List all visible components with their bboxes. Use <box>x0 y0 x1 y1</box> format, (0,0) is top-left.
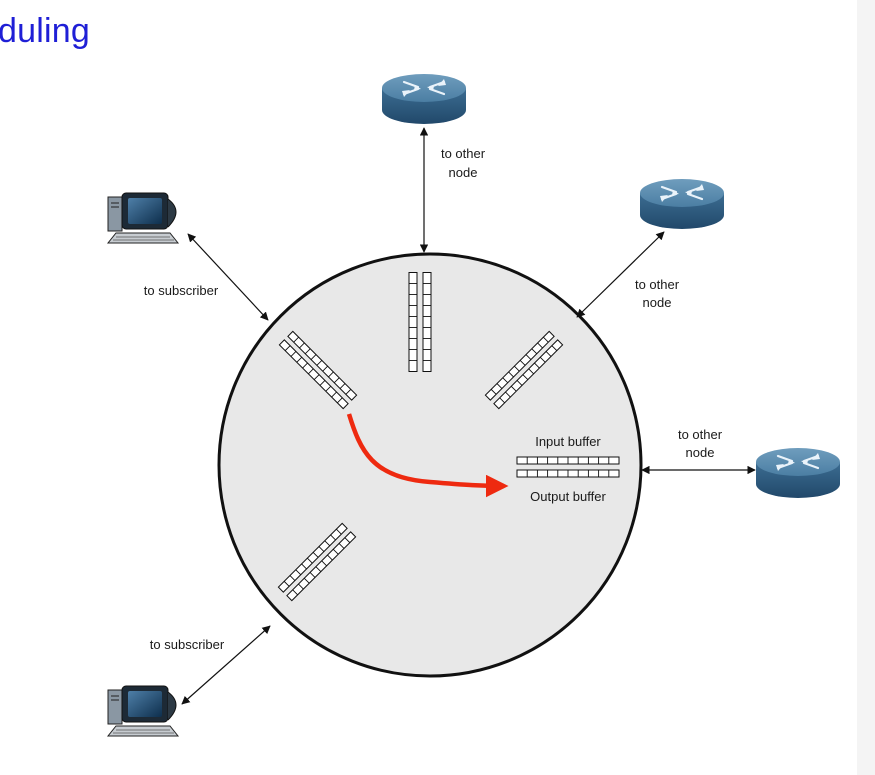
buffer-cell-divider <box>332 548 339 555</box>
buffer-cell-divider <box>525 354 532 360</box>
buffer-cell-divider <box>551 345 558 351</box>
slide-title: duling <box>0 12 90 50</box>
buffer-cell-divider <box>327 554 333 561</box>
buffer-cell-divider <box>284 345 291 351</box>
computer-icon <box>107 192 179 244</box>
buffer-cell-divider <box>322 365 328 372</box>
buffer-cell-divider <box>336 528 342 535</box>
buffer-cell-divider <box>338 543 345 549</box>
buffer-cell-divider <box>519 360 526 366</box>
buffer-cell-divider <box>499 397 505 404</box>
buffer-row <box>287 330 358 401</box>
buffer-cell-divider <box>514 365 520 372</box>
label-to-other-node-upper-right-2: node <box>643 295 672 310</box>
buffer-cell-divider <box>328 371 334 378</box>
label-to-other-node-top-1: to other <box>441 146 486 161</box>
label-to-other-node-right-2: node <box>686 445 715 460</box>
buffer-cell-divider <box>508 371 514 378</box>
buffer-row <box>277 522 348 593</box>
label-output-buffer: Output buffer <box>530 489 606 504</box>
buffer-cell-divider <box>331 391 337 398</box>
buffer-cell-divider <box>490 389 497 395</box>
buffer-cell-divider <box>344 537 351 543</box>
buffer-cell-divider <box>545 351 552 357</box>
label-to-other-node-right-1: to other <box>678 427 723 442</box>
buffer-cell-divider <box>301 563 307 570</box>
buffer-cell-divider <box>321 560 327 567</box>
link-arrow-subscriber-bottom <box>181 625 271 705</box>
buffer-cell-divider <box>295 569 302 576</box>
buffer-cell-divider <box>319 380 326 386</box>
buffer-row <box>278 339 349 410</box>
switching-path-arrow <box>346 413 509 498</box>
buffer-cell-divider <box>318 546 325 552</box>
buffer-row <box>422 272 432 372</box>
buffer-cell-divider <box>531 348 538 355</box>
label-to-other-node-upper-right-1: to other <box>635 277 680 292</box>
buffer-row <box>493 339 564 410</box>
buffer-cell-divider <box>522 374 529 380</box>
buffer-cell-divider <box>324 540 331 547</box>
label-to-subscriber-bottom: to subscriber <box>150 637 225 652</box>
buffer-upper-left <box>278 330 358 410</box>
buffer-row <box>408 272 418 372</box>
buffer-cell-divider <box>510 385 517 392</box>
buffer-cell-divider <box>309 572 316 578</box>
router-icon <box>754 446 842 500</box>
label-to-other-node-top-2: node <box>449 165 478 180</box>
buffer-cell-divider <box>325 385 332 392</box>
buffer-cell-divider <box>293 336 299 343</box>
buffer-row <box>286 531 357 602</box>
link-arrow-upper-right <box>576 231 665 318</box>
buffer-row <box>484 330 555 401</box>
link-arrow-subscriber-top <box>187 233 269 321</box>
buffer-cell-divider <box>502 377 509 384</box>
buffer-cell-divider <box>310 354 317 360</box>
router-icon <box>638 177 726 231</box>
buffer-cell-divider <box>303 577 310 584</box>
buffer-cell-divider <box>337 397 343 404</box>
buffer-cell-divider <box>296 356 303 363</box>
buffer-cell-divider <box>345 389 352 395</box>
router-icon <box>380 72 468 126</box>
buffer-cell-divider <box>290 351 297 357</box>
buffer-cell-divider <box>313 374 320 380</box>
buffer-lower-left <box>277 522 357 602</box>
buffer-cell-divider <box>298 583 304 590</box>
buffer-cell-divider <box>330 534 336 541</box>
switch-node <box>217 252 643 678</box>
buffer-cell-divider <box>333 377 340 384</box>
buffer-cell-divider <box>308 368 314 375</box>
buffer-cell-divider <box>505 391 511 398</box>
label-to-subscriber-top: to subscriber <box>144 283 219 298</box>
buffer-top <box>408 272 432 372</box>
buffer-right <box>516 456 620 478</box>
buffer-cell-divider <box>315 566 322 572</box>
buffer-cell-divider <box>543 336 549 343</box>
buffer-cell-divider <box>528 368 534 375</box>
buffer-cell-divider <box>299 342 305 349</box>
buffer-cell-divider <box>289 575 296 581</box>
buffer-cell-divider <box>339 383 346 389</box>
buffer-cell-divider <box>496 383 503 389</box>
buffer-cell-divider <box>307 557 313 564</box>
buffer-cell-divider <box>537 342 543 349</box>
buffer-cell-divider <box>312 552 319 558</box>
computer-icon <box>107 685 179 737</box>
buffer-cell-divider <box>516 380 523 386</box>
buffer-cell-divider <box>534 362 540 369</box>
buffer-cell-divider <box>283 581 290 587</box>
buffer-cell-divider <box>539 356 546 363</box>
buffer-cell-divider <box>304 348 311 355</box>
buffer-upper-right <box>484 330 564 410</box>
label-input-buffer: Input buffer <box>535 434 601 449</box>
buffer-cell-divider <box>302 362 308 369</box>
right-edge-band <box>857 0 875 775</box>
buffer-cell-divider <box>292 589 298 596</box>
buffer-cell-divider <box>316 360 323 366</box>
